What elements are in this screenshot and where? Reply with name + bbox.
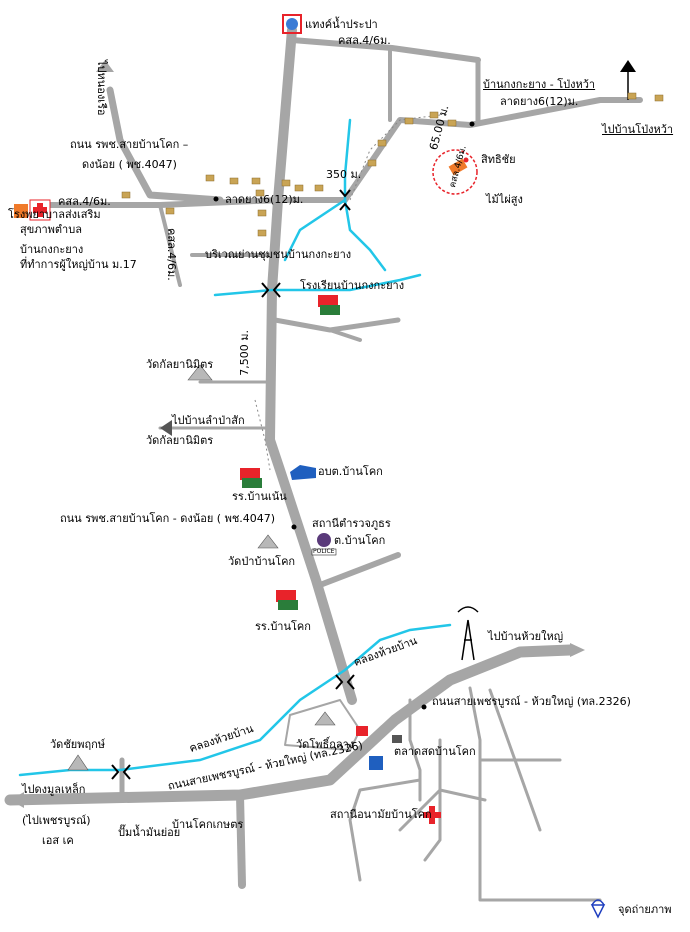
health-station-label: สถานีอนามัยบ้านโคก — [330, 808, 432, 821]
road-nong-rua — [106, 86, 224, 204]
to-nong-rua-label: ไปหนองเรือ — [95, 60, 108, 116]
to-huai-yai-label: ไปบ้านห้วยใหญ่ — [488, 630, 564, 643]
sitthichai-label: สิทธิชัย — [481, 153, 516, 166]
temple-kanlaya-label-1: วัดกัลยานิมิตร — [146, 358, 214, 371]
kasala-top-label: คสล.4/6ม. — [338, 34, 391, 47]
latyang-top-label: ลาดยาง6(12)ม. — [500, 95, 579, 108]
roads — [4, 25, 643, 902]
photo-point-icon — [590, 899, 606, 919]
school-spur — [272, 317, 401, 333]
sao-label: อบต.บ้านโคก — [318, 465, 383, 478]
temple-chai-phruek-label: วัดชัยพฤกษ์ — [50, 738, 106, 751]
police-label-1: สถานีตำรวจภูธร — [312, 517, 391, 530]
temple-pho-klang-label: วัดโพธิ์กลาง — [296, 738, 355, 751]
kasala-left-label: คสล.4/6ม. — [58, 195, 111, 208]
health-road-6 — [468, 686, 482, 762]
dist-7500-label: 7,500 ม. — [238, 330, 251, 376]
temple-kanlaya-label-2: วัดกัลยานิมิตร — [146, 434, 214, 447]
health-road-1 — [408, 698, 422, 802]
ban-khok-kaset-label: บ้านโคกเกษตร — [172, 818, 244, 831]
road-title-1: ถนน รพช.สายบ้านโคก – — [70, 138, 189, 151]
canal-north — [343, 118, 387, 272]
to-pong-wa-label: ไปบ้านโป่งหว้า — [602, 123, 674, 136]
police-badge: POLICE — [313, 548, 335, 555]
leader-dots — [213, 121, 475, 710]
health-road-3 — [423, 738, 442, 862]
house-icon — [121, 92, 664, 237]
hospital-icon — [14, 199, 441, 824]
police-label-2: ต.บ้านโคก — [334, 534, 386, 547]
hospital-label-2: สุขภาพตำบล — [20, 223, 82, 236]
spur-ban-khok-kaset — [236, 791, 246, 889]
canal-huai-ban — [18, 623, 452, 777]
to-lam-pa-sak-label: ไปบ้านลำป่าสัก — [172, 414, 245, 427]
market-icon — [356, 726, 402, 770]
health-road-5 — [438, 788, 487, 802]
kasala-side-label: คสล.4/6ม. — [165, 228, 178, 281]
temple-icon — [67, 364, 336, 771]
temple-block — [284, 699, 361, 751]
sao-icon — [290, 465, 316, 480]
direction-arrows — [10, 60, 636, 808]
dotted-route — [254, 399, 271, 471]
market-label: ตลาดสดบ้านโคก — [394, 745, 476, 758]
center-road-east — [275, 97, 643, 203]
school-spur-2 — [328, 328, 362, 342]
school-flag-icon — [240, 295, 340, 610]
canal-north-branch — [283, 198, 347, 262]
es-ke-label: เอส เค — [42, 834, 74, 847]
spur-police — [317, 552, 401, 588]
left-spur — [158, 203, 182, 287]
to-mong-lek-label: ไปดงมูลเหล็ก — [22, 783, 86, 796]
road-title-2: ดงน้อย ( พช.4047) — [82, 158, 177, 171]
water-tank-icon — [282, 14, 302, 34]
health-road-9 — [478, 758, 602, 902]
canal-west — [213, 273, 422, 297]
to-phetchabun-label: (ไปเพชรบูรณ์) — [22, 814, 91, 827]
road-2326-label-a: ถนนสายเพชรบูรณ์ - ห้วยใหญ่ (ทล.2326) — [432, 695, 631, 708]
highway-2326 — [4, 644, 576, 806]
bridge-icon — [111, 189, 355, 780]
road-pc4047-label: ถนน รพช.สายบ้านโคก - ดงน้อย ( พช.4047) — [60, 512, 276, 525]
antenna-icon — [457, 606, 479, 661]
school-ban-khok-label: รร.บ้านโคก — [255, 620, 311, 633]
school-nen-label: รร.บ้านเน้น — [232, 490, 287, 503]
to-kongkayang-top-label: บ้านกงกะยาง - โป่งหว้า — [483, 78, 596, 91]
gas-station-label: ปั๊มน้ำมันย่อย — [118, 826, 181, 839]
legend-photo-label: จุดถ่ายภาพ — [618, 903, 672, 916]
hospital-label-1: โรงพยาบาลส่งเสริม — [8, 208, 101, 221]
village-head-label: ที่ทำการผู้ใหญ่บ้าน ม.17 — [20, 258, 137, 271]
canals — [18, 118, 452, 777]
health-road-2 — [348, 778, 422, 882]
community-area-label: บริเวณย่านชุมชนบ้านกงกะยาง — [205, 248, 352, 261]
temple-pa-ban-khok-label: วัดป่าบ้านโคก — [228, 555, 296, 568]
latyang-center-label: ลาดยาง6(12)ม. — [225, 193, 304, 206]
water-tank-label: แทงค์น้ำประปา — [305, 18, 378, 31]
mai-pai-sung-label: ไม้ไผ่สูง — [486, 193, 523, 206]
dotted-route-2 — [349, 114, 441, 201]
police-icon — [311, 533, 337, 556]
dist-350-label: 350 ม. — [326, 168, 362, 181]
hospital-label-3: บ้านกงกะยาง — [20, 243, 84, 256]
target-ring — [432, 149, 478, 195]
school-kongkayang-label: โรงเรียนบ้านกงกะยาง — [300, 279, 405, 292]
